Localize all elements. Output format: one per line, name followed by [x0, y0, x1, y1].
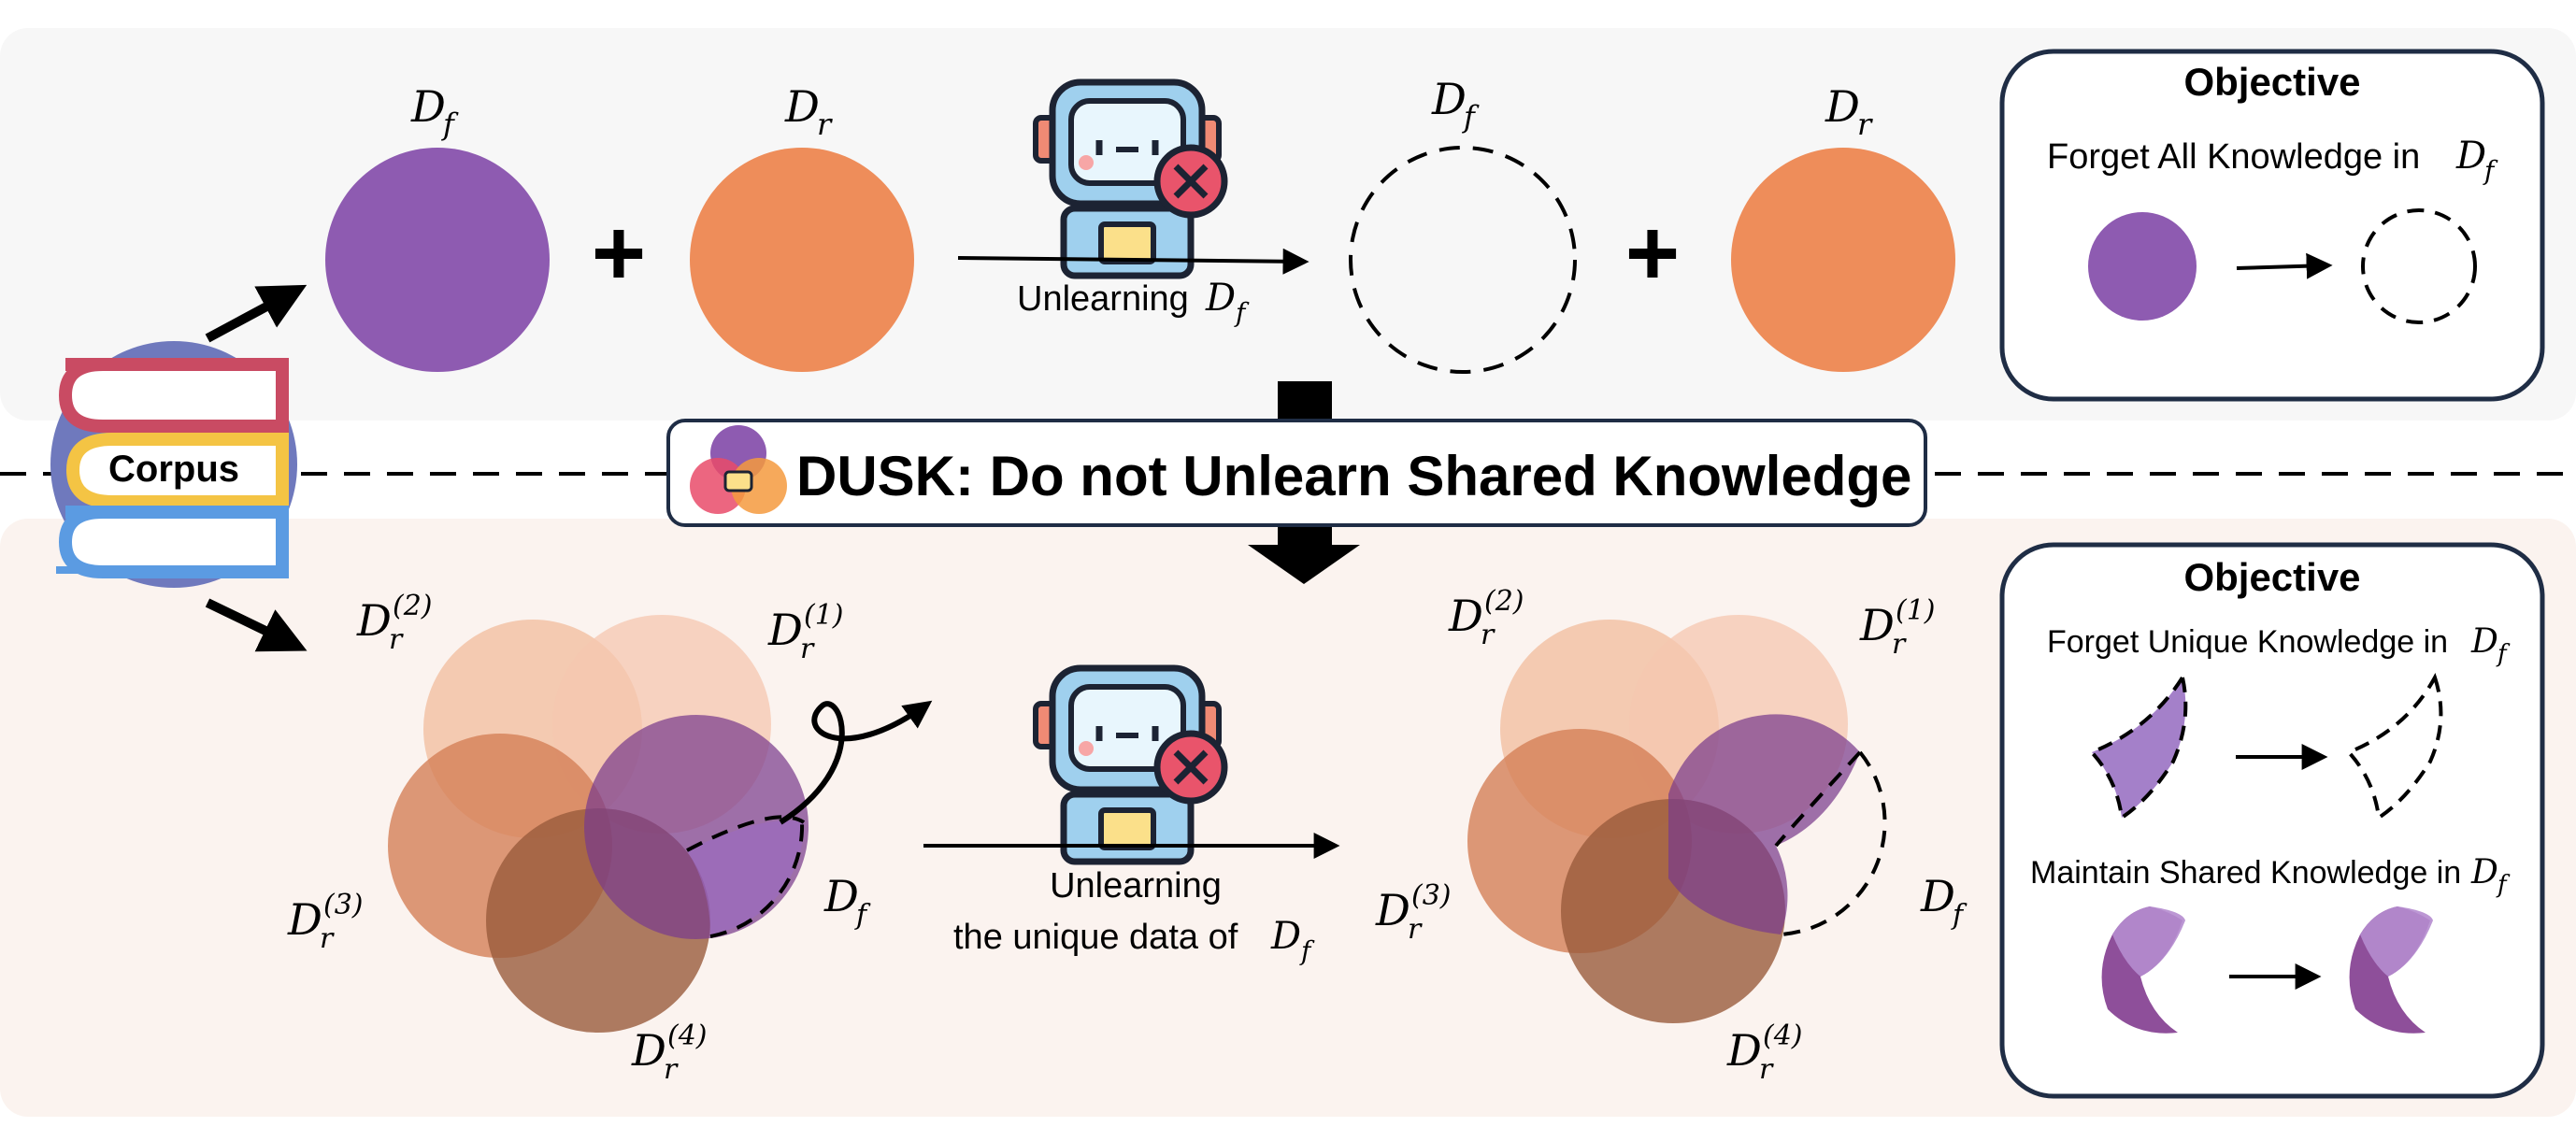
svg-text:r: r [817, 107, 833, 142]
svg-text:D: D [1859, 600, 1895, 650]
unique-knowledge-shape [2088, 672, 2188, 821]
svg-text:(4): (4) [667, 1020, 708, 1052]
svg-text:Forget All Knowledge in: Forget All Knowledge in [2047, 137, 2420, 177]
svg-text:r: r [1892, 628, 1907, 661]
label-dr2-left: D r (2) [356, 590, 433, 656]
bottom-venn-before [388, 615, 933, 1033]
label-df-left: D f [823, 871, 871, 932]
title-text: DUSK: Do not Unlearn Shared Knowledge [796, 445, 1911, 507]
svg-text:D: D [2470, 853, 2498, 891]
svg-text:r: r [1857, 107, 1873, 142]
svg-text:the unique data of: the unique data of [953, 918, 1238, 957]
down-arrow-shaft-bottom [1278, 523, 1332, 549]
top-dr-label: D r [784, 81, 833, 142]
top-objective-text: Forget All Knowledge in D f [2047, 135, 2498, 186]
top-objective-dashed-circle [2361, 208, 2477, 324]
top-objective-purple-circle [2088, 212, 2197, 321]
label-dr2-right: D r (2) [1448, 585, 1524, 651]
label-dr3-right: D r (3) [1375, 879, 1452, 946]
svg-text:D: D [1726, 1025, 1762, 1076]
svg-text:D: D [767, 605, 803, 655]
svg-text:r: r [664, 1053, 679, 1086]
svg-text:D: D [287, 894, 322, 945]
label-dr3-left: D r (3) [287, 889, 364, 955]
corpus-icon [50, 341, 297, 588]
top-objective-title: Objective [2183, 60, 2360, 104]
top-df-forgotten-circle [1349, 146, 1577, 374]
label-dr4-right: D r (4) [1726, 1020, 1803, 1086]
down-arrow-shaft-top [1278, 381, 1332, 422]
svg-text:(1): (1) [1896, 594, 1936, 627]
bottom-objective-line1: Forget Unique Knowledge in D f [2047, 622, 2511, 668]
top-dr-label-2: D r [1825, 81, 1873, 142]
svg-text:D: D [1205, 277, 1236, 320]
svg-text:Forget Unique Knowledge in: Forget Unique Knowledge in [2047, 624, 2448, 660]
svg-text:r: r [389, 623, 404, 656]
svg-text:D: D [2455, 135, 2486, 178]
plus-sign-2: + [1625, 201, 1680, 306]
top-dr-circle [690, 148, 914, 372]
corpus-arrow-top [205, 284, 308, 343]
dusk-logo-icon [690, 425, 787, 514]
svg-text:D: D [823, 871, 859, 921]
svg-text:r: r [1759, 1053, 1774, 1086]
top-objective-arrow [2236, 252, 2333, 279]
svg-text:(1): (1) [804, 599, 844, 632]
svg-text:D: D [631, 1025, 666, 1076]
top-df-circle [325, 148, 550, 372]
label-dr1-right: D r (1) [1859, 594, 1936, 661]
svg-text:r: r [1481, 619, 1496, 651]
svg-text:D: D [1825, 81, 1860, 132]
label-dr4-left: D r (4) [631, 1020, 708, 1086]
svg-text:r: r [800, 633, 815, 665]
svg-text:(3): (3) [323, 889, 364, 921]
svg-text:D: D [1431, 74, 1467, 124]
label-dr1-left: D r (1) [767, 599, 844, 665]
svg-text:D: D [1375, 885, 1410, 935]
shared-knowledge-kept-shape-top [2360, 906, 2433, 977]
shared-knowledge-shape-top [2112, 906, 2185, 977]
svg-text:D: D [1270, 915, 1301, 958]
svg-text:r: r [320, 922, 335, 955]
svg-text:r: r [1408, 913, 1423, 946]
svg-text:Unlearning: Unlearning [1017, 279, 1189, 319]
svg-text:D: D [356, 595, 392, 646]
bottom-objective-title: Objective [2183, 555, 2360, 599]
top-unlearning-arrow [957, 248, 1309, 275]
svg-text:(2): (2) [393, 590, 433, 622]
svg-text:D: D [2470, 622, 2498, 661]
top-df-label: D f [410, 81, 459, 142]
bottom-objective-line2: Maintain Shared Knowledge in D f [2030, 853, 2511, 899]
unique-knowledge-forgotten-shape [2345, 673, 2443, 821]
svg-text:D: D [410, 81, 446, 132]
title-box [666, 419, 1927, 527]
bottom-venn-after [1467, 615, 1887, 1023]
svg-text:(4): (4) [1763, 1020, 1803, 1052]
plus-sign-1: + [592, 201, 646, 306]
svg-text:D: D [784, 81, 820, 132]
svg-text:D: D [1920, 871, 1955, 921]
svg-text:(3): (3) [1411, 879, 1452, 912]
corpus-label: Corpus [108, 449, 239, 490]
svg-text:D: D [1448, 591, 1483, 641]
svg-text:Maintain Shared Knowledge in: Maintain Shared Knowledge in [2030, 855, 2461, 891]
svg-text:(2): (2) [1484, 585, 1524, 618]
bottom-arrow-caption-line1: Unlearning [1050, 866, 1222, 906]
top-dr-circle-2 [1731, 148, 1955, 372]
down-arrow-head [1248, 545, 1360, 584]
corpus-arrow-bottom [205, 598, 308, 652]
